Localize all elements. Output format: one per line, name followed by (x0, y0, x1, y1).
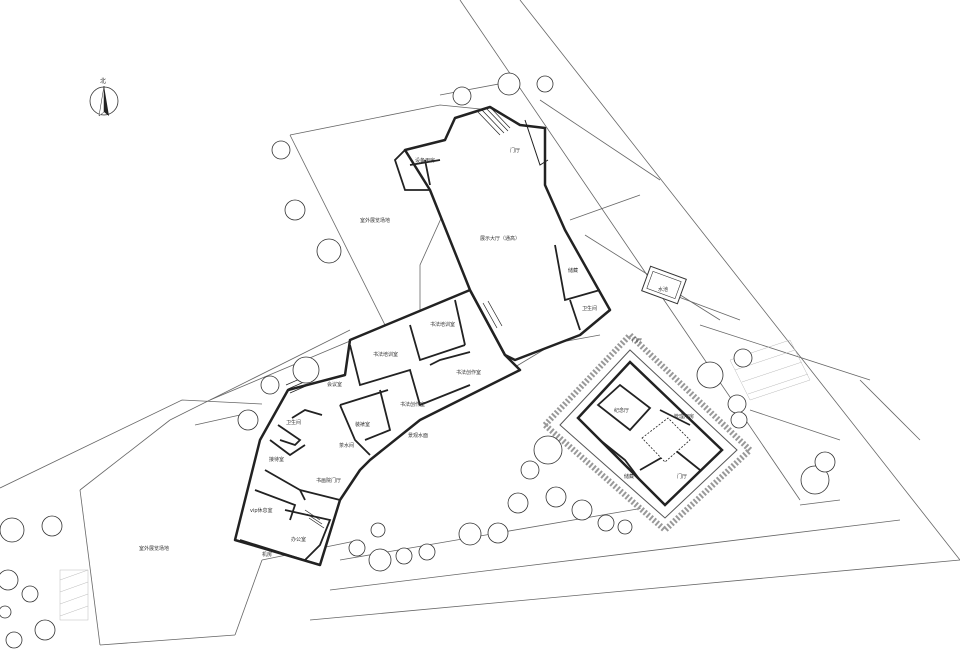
label-exhibition-hall: 展示大厅（通高） (480, 235, 520, 242)
room-labels: 书法培训室 书法培训室 书法创作室 书法创作室 会议室 装裱室 接待室 书画院门… (139, 147, 694, 558)
label-tea-room: 茶水间 (339, 442, 354, 449)
label-office: 办公室 (291, 536, 306, 543)
memorial-courtyard (641, 417, 691, 463)
label-equipment-room: 设备用房 (415, 157, 435, 164)
hatched-strips (59, 339, 811, 621)
label-water-feature: 景观水面 (408, 432, 428, 439)
label-memorial-storage: 储藏 (624, 473, 634, 480)
label-meeting-room: 会议室 (327, 381, 342, 388)
label-outdoor-exhibition-south: 室外展览场地 (139, 545, 169, 552)
label-hall-toilet: 卫生间 (582, 305, 597, 312)
label-training-room-1: 书法培训室 (430, 321, 455, 328)
label-memorial-entry: 门厅 (632, 337, 642, 344)
label-hall-lobby: 门厅 (510, 147, 520, 154)
stairs (285, 106, 511, 529)
label-hall-storage: 储藏 (568, 267, 578, 274)
label-reception-room: 接待室 (269, 456, 284, 463)
pool (641, 265, 687, 305)
main-building (233, 105, 612, 567)
label-outdoor-exhibition-north: 室外展览场地 (360, 217, 390, 224)
label-mounting-room: 装裱室 (355, 421, 370, 428)
label-memorial-lobby: 门厅 (677, 473, 687, 480)
label-creation-room-1: 书法创作室 (456, 369, 481, 376)
label-pool: 水池 (658, 286, 668, 293)
label-machine-room: 机房 (262, 551, 272, 558)
trees (0, 72, 836, 649)
label-management-room: 管理用房 (674, 413, 694, 420)
label-memorial-hall: 纪念厅 (614, 407, 629, 414)
north-arrow-head (104, 86, 109, 116)
label-training-room-2: 书法培训室 (373, 351, 398, 358)
north-label: 北 (100, 77, 106, 85)
label-creation-room-2: 书法创作室 (400, 401, 425, 408)
memorial-building (540, 330, 755, 535)
label-vip-lounge: vip休息室 (250, 507, 273, 514)
north-arrow: 北 (89, 77, 119, 117)
label-academy-lobby: 书画院门厅 (316, 477, 341, 484)
label-wing-toilet: 卫生间 (286, 419, 301, 426)
